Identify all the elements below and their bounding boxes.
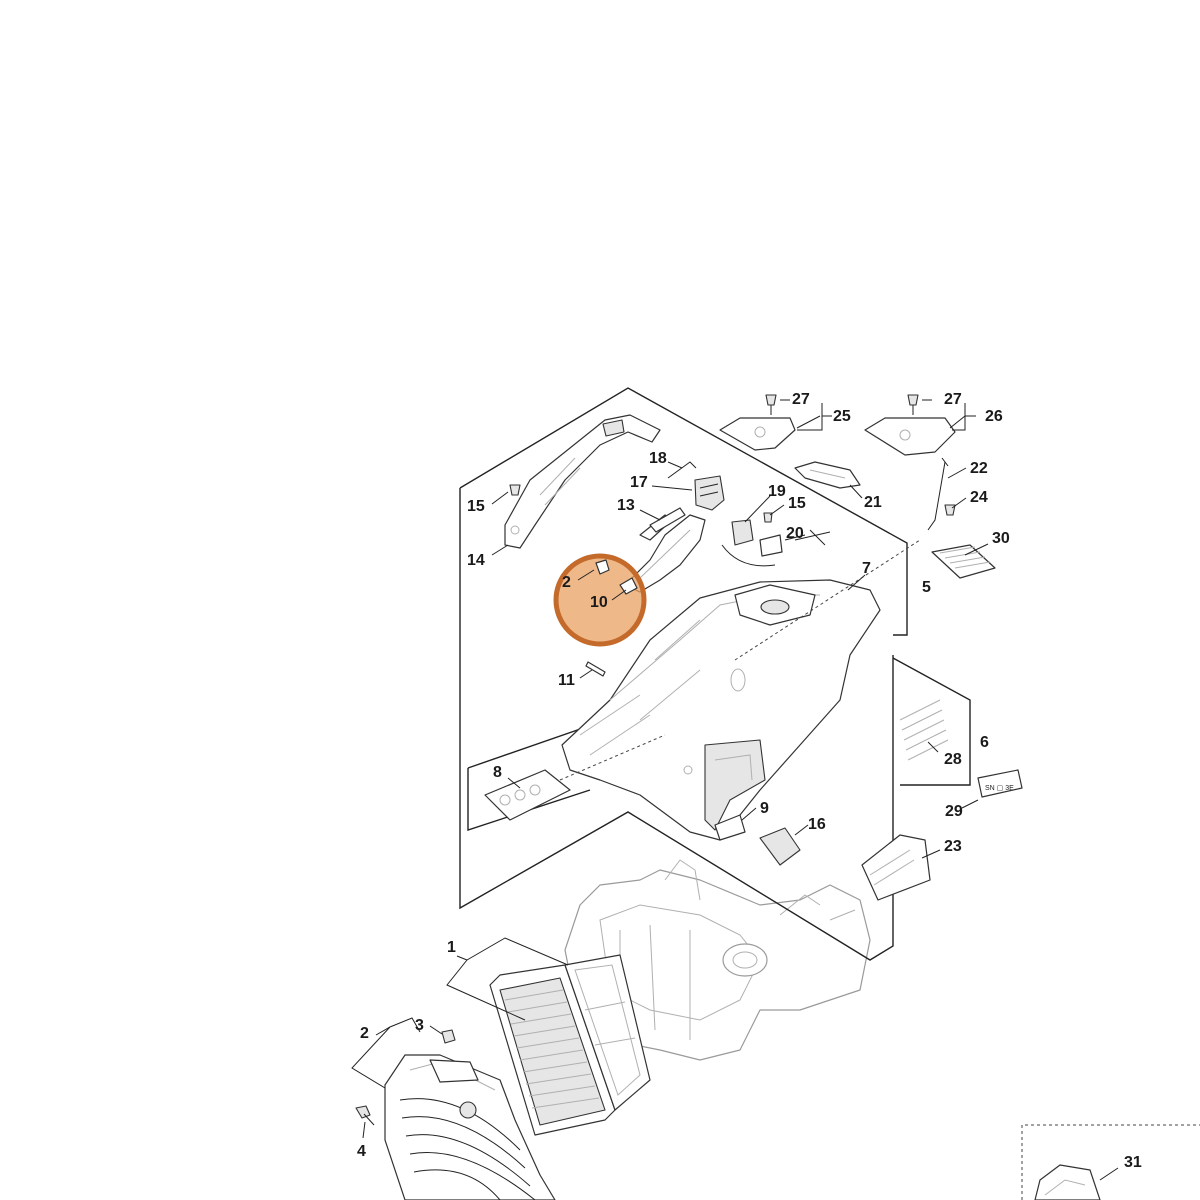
callout-23: 23 bbox=[944, 838, 962, 855]
callout-4: 4 bbox=[357, 1143, 366, 1160]
seal-21 bbox=[794, 461, 861, 489]
assembly-line-a bbox=[734, 539, 921, 661]
screw-4 bbox=[355, 1105, 375, 1126]
handle bbox=[504, 414, 661, 549]
callout-2a: 2 bbox=[562, 574, 571, 591]
inset-31 bbox=[1021, 1124, 1200, 1200]
screw-15a bbox=[509, 484, 521, 496]
cable-20 bbox=[721, 529, 831, 567]
callout-19: 19 bbox=[768, 483, 786, 500]
callout-20: 20 bbox=[786, 525, 804, 542]
decal-29: SN ▢ 3E bbox=[977, 769, 1023, 798]
air-filter bbox=[489, 954, 651, 1136]
pin-11 bbox=[585, 661, 606, 677]
cover-26 bbox=[864, 394, 956, 456]
callout-16: 16 bbox=[808, 816, 826, 833]
callout-29: 29 bbox=[945, 803, 963, 820]
bracket-19 bbox=[731, 519, 754, 546]
leader-lines bbox=[351, 399, 1119, 1181]
callout-31: 31 bbox=[1124, 1154, 1142, 1171]
assembly-line-b bbox=[559, 734, 666, 781]
shroud bbox=[561, 579, 881, 841]
callout-25: 25 bbox=[833, 408, 851, 425]
fastener-3 bbox=[441, 1029, 456, 1044]
callout-26: 26 bbox=[985, 408, 1003, 425]
callout-21: 21 bbox=[864, 494, 882, 511]
cap-16 bbox=[759, 827, 801, 866]
callout-6: 6 bbox=[980, 734, 989, 751]
trigger-lever bbox=[624, 514, 706, 593]
grille-30 bbox=[931, 544, 996, 579]
callout-15b: 15 bbox=[788, 495, 806, 512]
callout-30: 30 bbox=[992, 530, 1010, 547]
switch bbox=[694, 475, 725, 511]
screw-15b bbox=[763, 512, 773, 523]
part-10-highlight bbox=[553, 553, 647, 647]
rod-22 bbox=[927, 457, 949, 531]
callout-18: 18 bbox=[649, 450, 667, 467]
callout-8: 8 bbox=[493, 764, 502, 781]
mesh-28 bbox=[899, 699, 949, 761]
kit-frame-5 bbox=[459, 387, 908, 961]
filter-cover bbox=[384, 1054, 556, 1200]
decal-9 bbox=[714, 814, 746, 841]
callout-11: 11 bbox=[558, 672, 575, 689]
guard-23 bbox=[861, 834, 931, 901]
callout-24: 24 bbox=[970, 489, 988, 506]
svg-text:SN ▢ 3E: SN ▢ 3E bbox=[985, 785, 1014, 792]
callout-5: 5 bbox=[922, 579, 931, 596]
callout-7: 7 bbox=[862, 560, 871, 577]
cover-25 bbox=[719, 394, 796, 451]
callout-27b: 27 bbox=[944, 391, 962, 408]
callout-3: 3 bbox=[415, 1017, 424, 1034]
callout-14: 14 bbox=[467, 552, 485, 569]
callout-13: 13 bbox=[617, 497, 635, 514]
callout-22: 22 bbox=[970, 460, 988, 477]
callout-10: 10 bbox=[590, 594, 608, 611]
decal-8 bbox=[484, 769, 571, 821]
spring-rod bbox=[667, 461, 697, 479]
callout-28: 28 bbox=[944, 751, 962, 768]
trigger-guard bbox=[639, 507, 686, 541]
callout-17: 17 bbox=[630, 474, 648, 491]
callout-27a: 27 bbox=[792, 391, 810, 408]
kit-frame-6 bbox=[892, 657, 971, 786]
callout-2b: 2 bbox=[360, 1025, 369, 1042]
callout-labels: 1 2 2 3 4 5 6 7 8 9 10 11 13 14 15 15 16… bbox=[357, 391, 1142, 1171]
callout-1: 1 bbox=[447, 939, 456, 956]
callout-15a: 15 bbox=[467, 498, 485, 515]
callout-9: 9 bbox=[760, 800, 769, 817]
